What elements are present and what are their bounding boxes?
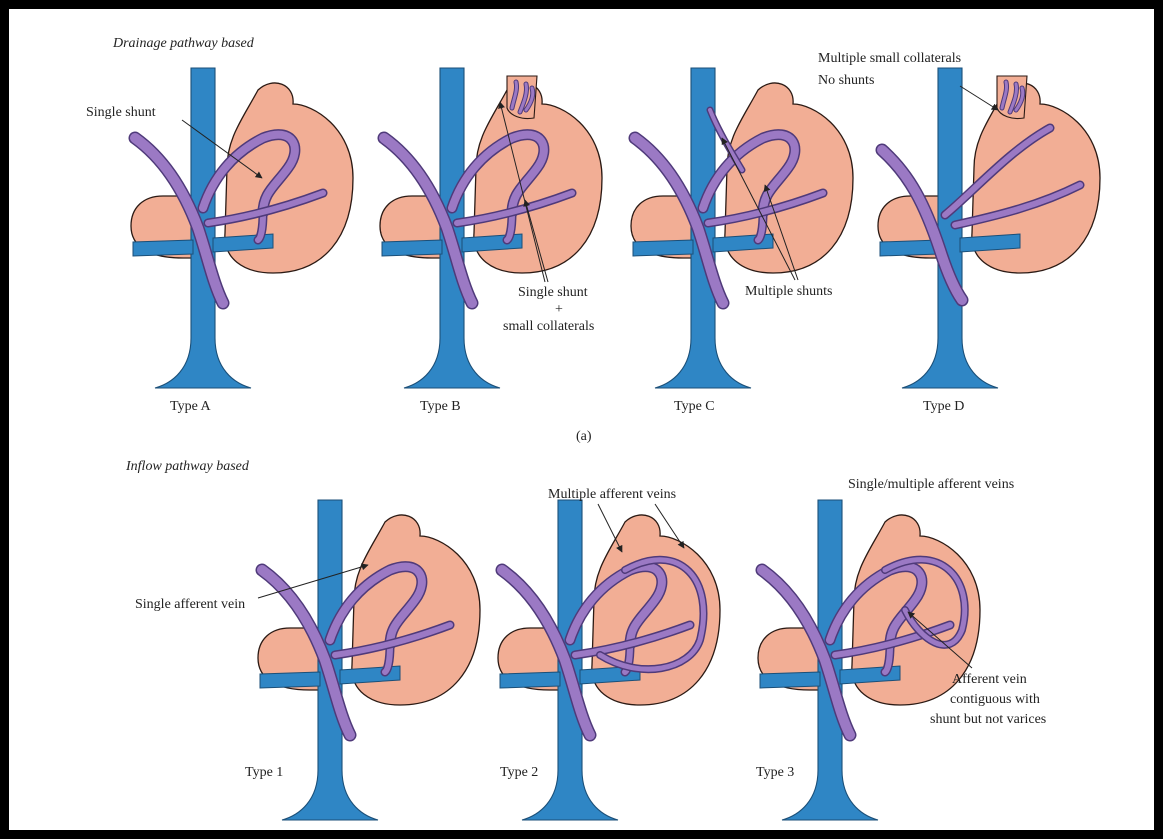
arrow-type-d — [960, 86, 998, 110]
annotation-type-1-0: Single afferent vein — [135, 597, 245, 612]
diagram-type-b — [380, 68, 602, 388]
annotation-type-b-0: Single shunt — [518, 285, 588, 300]
diagram-type-d — [878, 68, 1100, 388]
note-type-3-0: Afferent vein — [952, 672, 1027, 687]
arrow-type-2-1 — [598, 504, 622, 552]
type-label-2: Type 2 — [500, 765, 538, 780]
type-label-1: Type 1 — [245, 765, 283, 780]
section-b-heading: Inflow pathway based — [125, 459, 250, 474]
section-a-heading: Drainage pathway based — [112, 36, 255, 51]
type-label-b: Type B — [420, 399, 461, 414]
annotation-type-c-0: Multiple shunts — [745, 284, 833, 299]
type-label-3: Type 3 — [756, 765, 794, 780]
note-type-3-2: shunt but not varices — [930, 712, 1046, 727]
diagram-type-a — [131, 68, 353, 388]
panel-label-a: (a) — [576, 429, 592, 444]
type-label-d: Type D — [923, 399, 964, 414]
type-label-c: Type C — [674, 399, 715, 414]
annotation-type-b-1: + — [555, 302, 563, 317]
annotation-type-d-0: Multiple small collaterals — [818, 51, 961, 66]
diagram-type-c — [631, 68, 853, 388]
diagram-type-1 — [258, 500, 480, 820]
annotation-type-a-0: Single shunt — [86, 105, 156, 120]
annotation-type-d-1: No shunts — [818, 73, 874, 88]
annotation-type-2-0: Multiple afferent veins — [548, 487, 676, 502]
annotation-type-3-0: Single/multiple afferent veins — [848, 477, 1014, 492]
annotation-type-b-2: small collaterals — [503, 319, 594, 334]
note-type-3-1: contiguous with — [950, 692, 1040, 707]
type-label-a: Type A — [170, 399, 212, 414]
